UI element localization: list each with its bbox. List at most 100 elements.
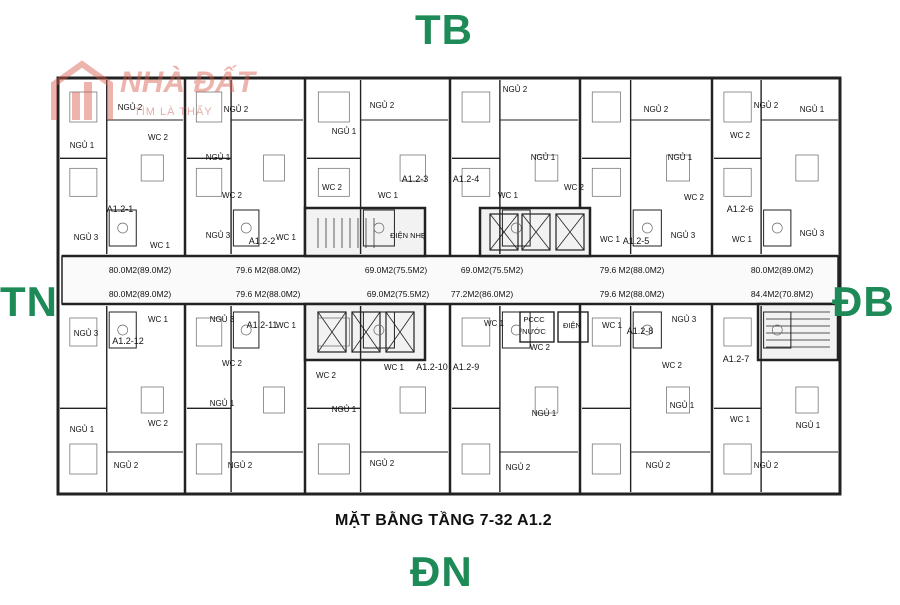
lift-shaft (385, 311, 415, 353)
lift-shaft-cross (555, 213, 585, 251)
house-logo-icon (51, 60, 113, 120)
unit-area-label: 69.0M2(75.5M2) (461, 265, 524, 275)
dining-table-icon (399, 154, 426, 182)
watermark-tagline: TÌM LÀ THẤY (134, 106, 213, 118)
watermark-word: NHÀ ĐẤT (120, 66, 255, 99)
room-label: WC 1 (484, 319, 505, 328)
bed-icon (195, 167, 223, 197)
bed-icon (317, 443, 350, 475)
toilet-icon (771, 222, 783, 234)
plan-title: MẶT BẰNG TẦNG 7-32 A1.2 (335, 512, 553, 529)
room-label: NGỦ 3 (74, 233, 99, 242)
bed-icon (591, 317, 621, 347)
room-label: NGỦ 3 (206, 231, 231, 240)
unit-id-label: A1.2-1 (107, 204, 134, 214)
bed-icon (723, 317, 752, 347)
room-label: WC 1 (384, 363, 405, 372)
dining-table-icon (666, 386, 690, 414)
compass-tb: TB (415, 6, 473, 53)
room-label: WC 2 (148, 133, 169, 142)
dining-table-icon (534, 386, 559, 414)
unit-area-label: 84.4M2(70.8M2) (751, 289, 814, 299)
room-label: NGỦ 2 (754, 101, 779, 110)
room-label: NGỦ 3 (74, 329, 99, 338)
lift-shaft (555, 213, 585, 251)
lift-shaft-cross (317, 311, 347, 353)
bed-icon (723, 91, 752, 123)
bathroom-box (501, 209, 531, 247)
room-label: NGỦ 2 (754, 461, 779, 470)
room-label: WC 1 (378, 191, 399, 200)
room-label: NGỦ 1 (670, 401, 695, 410)
room-label: NGỦ 1 (70, 425, 95, 434)
room-label: NGỦ 1 (668, 153, 693, 162)
room-label: WC 1 (276, 233, 297, 242)
service-room-label: ĐIỆN (563, 321, 581, 330)
dining-table-icon (140, 154, 164, 182)
room-label: NGỦ 2 (114, 461, 139, 470)
unit-id-label: A1.2-12 (112, 336, 144, 346)
room-label: NGỦ 1 (70, 141, 95, 150)
room-label: WC 1 (730, 415, 751, 424)
room-label: NGỦ 1 (796, 421, 821, 430)
room-label: WC 2 (222, 191, 243, 200)
bathroom-box (362, 209, 395, 247)
room-label: WC 2 (148, 419, 169, 428)
unit-area-label: 79.6 M2(88.0M2) (600, 289, 665, 299)
bed-icon (195, 91, 223, 123)
unit-area-label: 80.0M2(89.0M2) (109, 289, 172, 299)
lift-core-north (478, 206, 592, 258)
unit-id-label: A1.2-9 (453, 362, 480, 372)
room-label: WC 1 (602, 321, 623, 330)
bed-icon (317, 91, 350, 123)
unit-area-label: 69.0M2(75.5M2) (365, 265, 428, 275)
bed-icon (317, 317, 350, 347)
toilet-icon (240, 324, 252, 336)
unit-id-label: A1.2-2 (249, 236, 276, 246)
lift-shaft (489, 213, 519, 251)
bathroom-box (501, 311, 531, 349)
bathroom-box (632, 209, 662, 247)
bed-icon (461, 317, 491, 347)
room-label: NGỦ 3 (800, 229, 825, 238)
room-label: NGỦ 1 (332, 405, 357, 414)
bed-icon (69, 167, 98, 197)
bathroom-box (232, 311, 260, 349)
room-label: WC 1 (150, 241, 171, 250)
dining-table-icon (140, 386, 164, 414)
room-label: NGỦ 1 (206, 153, 231, 162)
toilet-icon (771, 324, 783, 336)
room-label: NGỦ 2 (118, 103, 143, 112)
room-label: NGỦ 3 (672, 315, 697, 324)
bed-icon (317, 167, 350, 197)
electric-room (557, 311, 589, 343)
room-label: NGỦ 3 (210, 315, 235, 324)
unit-id-label: A1.2-5 (623, 236, 650, 246)
bathroom-box (362, 311, 395, 349)
room-label: NGỦ 1 (210, 399, 235, 408)
room-label: WC 2 (222, 359, 243, 368)
unit-area-label: 69.0M2(75.5M2) (367, 289, 430, 299)
toilet-icon (117, 324, 129, 336)
lift-shaft (521, 213, 551, 251)
dining-table-icon (399, 386, 426, 414)
room-label: NGỦ 2 (370, 101, 395, 110)
bathroom-box (763, 311, 792, 349)
bathroom-box (108, 209, 137, 247)
room-label: WC 1 (276, 321, 297, 330)
room-label: WC 2 (530, 343, 551, 352)
unit-area-label: 80.0M2(89.0M2) (109, 265, 172, 275)
bathroom-box (632, 311, 662, 349)
unit-id-label: A1.2-10 (416, 362, 448, 372)
toilet-icon (510, 222, 522, 234)
room-label: NGỦ 2 (503, 85, 528, 94)
room-label: NGỦ 2 (644, 105, 669, 114)
unit-id-label: A1.2-8 (627, 326, 654, 336)
room-label: WC 1 (600, 235, 621, 244)
room-label: NGỦ 1 (800, 105, 825, 114)
toilet-icon (641, 324, 653, 336)
bed-icon (461, 91, 491, 123)
dining-table-icon (263, 154, 285, 182)
dining-table-icon (795, 386, 819, 414)
